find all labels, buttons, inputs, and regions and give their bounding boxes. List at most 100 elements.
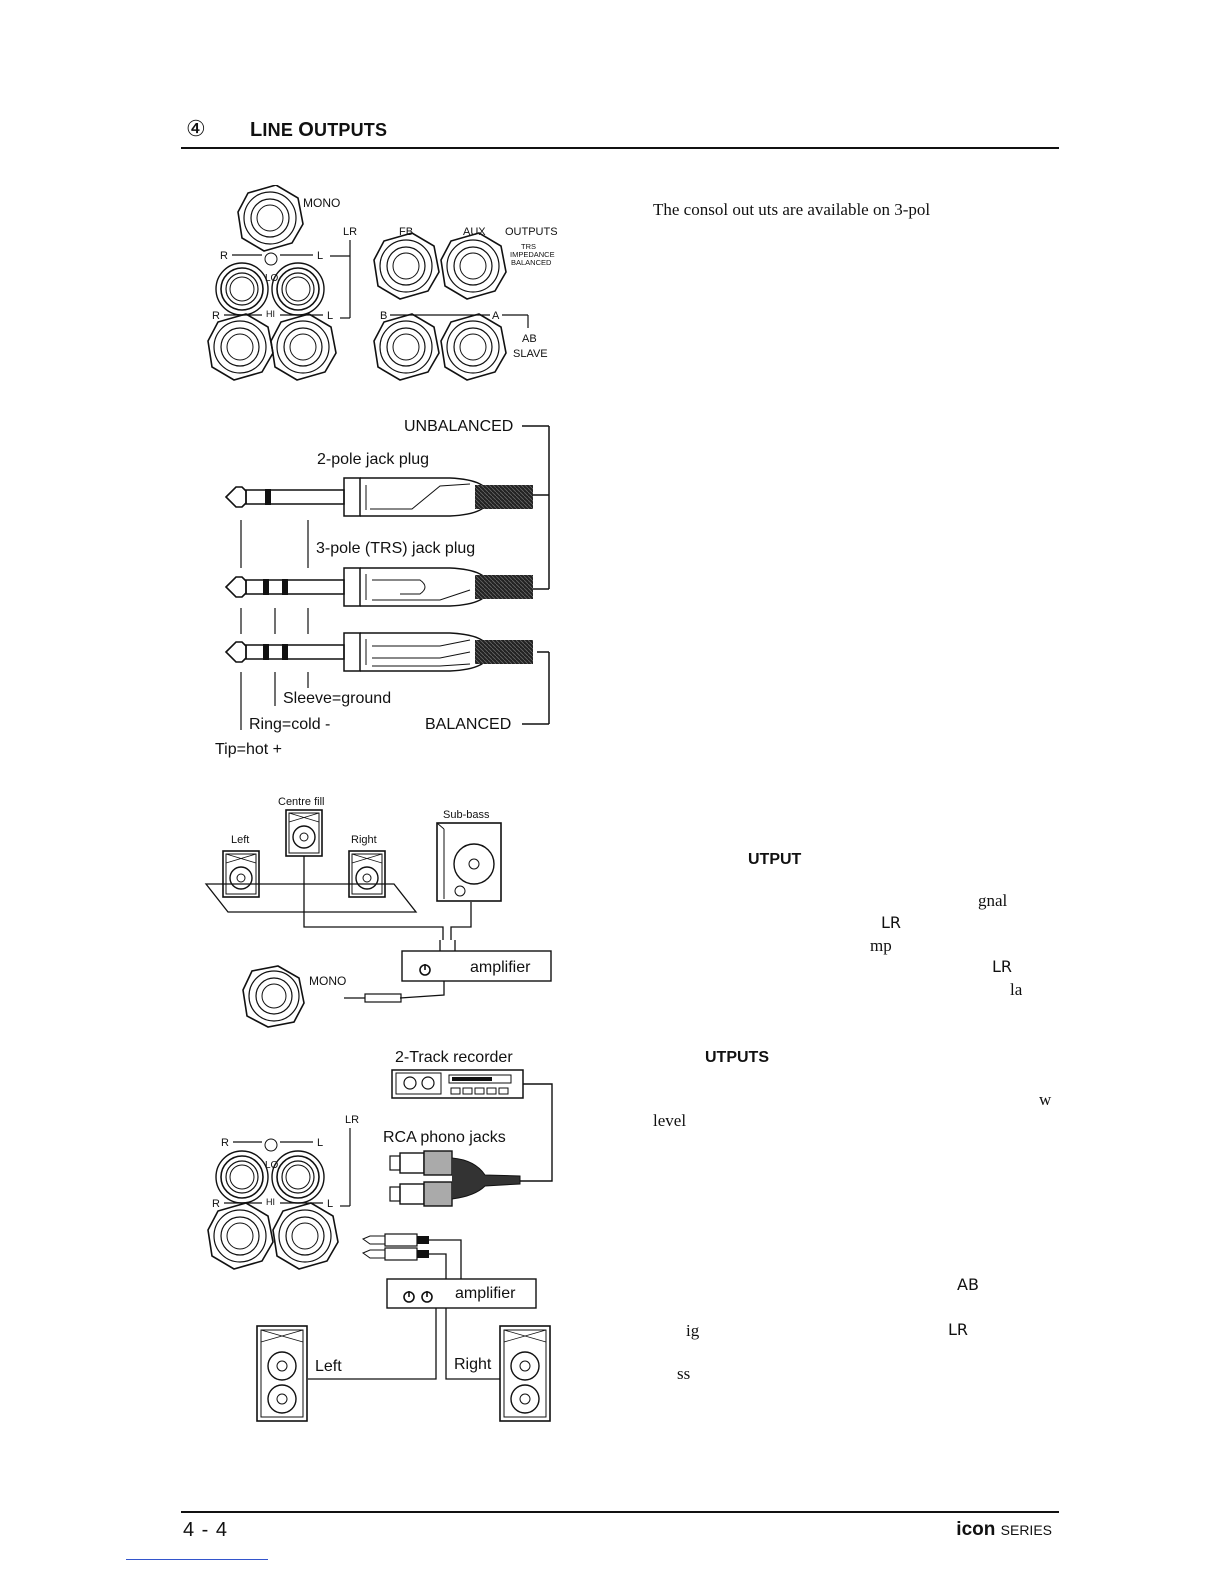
page-number: 4 - 4	[183, 1519, 229, 1541]
panel-l-label-1: L	[317, 250, 323, 262]
rca-plugs	[389, 1150, 521, 1207]
three-pole-plug	[225, 567, 533, 607]
rca-phono-label: RCA phono jacks	[383, 1129, 506, 1146]
panel-r-label-1: R	[220, 250, 228, 262]
panel-aux-label: AUX	[463, 226, 486, 238]
brand-name: icon	[956, 1519, 996, 1540]
series-label: SERIES	[1000, 1522, 1052, 1538]
left-speaker-mono	[222, 850, 260, 898]
mono-jack-bottom	[242, 965, 305, 1028]
footer-link-underline	[126, 1559, 268, 1560]
section-number: ④	[186, 116, 206, 141]
mono-output-heading: UTPUT	[748, 851, 802, 868]
mono-jack	[237, 185, 304, 252]
stereo-lo-label: LO	[265, 1160, 279, 1171]
panel-trs-label: TRS	[521, 242, 536, 251]
stereo-amplifier-label: amplifier	[455, 1285, 516, 1302]
b-jack	[373, 313, 440, 381]
text-fragment-gnal: gnal	[978, 891, 1008, 910]
two-pole-plug	[225, 477, 533, 517]
stereo-jack-l	[272, 1202, 339, 1270]
right-label-mono: Right	[351, 834, 377, 846]
stereo-l-label-1: L	[317, 1137, 323, 1149]
footer-rule	[181, 1511, 1059, 1513]
centre-fill-label: Centre fill	[278, 796, 324, 808]
page-title: LINE OUTPUTS	[250, 119, 387, 142]
panel-outputs-label: OUTPUTS	[505, 226, 558, 238]
stereo-r-label-2: R	[212, 1198, 220, 1210]
text-fragment-lr-1: LR	[881, 913, 902, 932]
panel-l-label-2: L	[327, 310, 333, 322]
hi-jack-l	[270, 313, 337, 381]
output-panel-figure: MONO LR R L LO R HI L FB AUX OUTPUTS TRS…	[207, 185, 558, 381]
ring-label: Ring=cold -	[249, 716, 330, 733]
jack-plugs-stereo	[361, 1233, 429, 1261]
header-rule	[181, 147, 1059, 149]
text-fragment-level: level	[653, 1111, 687, 1130]
text-fragment-la: la	[1010, 980, 1023, 999]
aux-jack	[440, 232, 507, 300]
text-fragment-w: w	[1039, 1090, 1052, 1109]
stereo-l-label-2: L	[327, 1198, 333, 1210]
panel-ab-label: AB	[522, 333, 537, 345]
tip-label: Tip=hot +	[215, 741, 282, 758]
unbalanced-label: UNBALANCED	[404, 418, 513, 435]
sub-bass-label: Sub-bass	[443, 809, 490, 821]
stereo-amplifier-box	[386, 1278, 537, 1309]
recorder-label: 2-Track recorder	[395, 1049, 513, 1066]
mono-setup-figure: Centre fill Left Right Sub-bass amplifie…	[204, 796, 552, 1028]
text-fragment-ab: AB	[957, 1275, 979, 1294]
hi-jack-r	[207, 313, 274, 381]
text-fragment-lr-3: LR	[948, 1320, 969, 1339]
title-initial-l: L	[250, 119, 263, 141]
stereo-right-label: Right	[454, 1356, 492, 1373]
stereo-rca-r	[215, 1150, 269, 1204]
panel-lo-label: LO	[265, 273, 279, 284]
left-speaker-stereo	[256, 1325, 308, 1422]
a-jack	[440, 313, 507, 381]
balanced-label: BALANCED	[425, 716, 511, 733]
mono-jack-label: MONO	[309, 974, 346, 988]
text-fragment-lr-2: LR	[992, 957, 1013, 976]
title-part-2: UTPUTS	[314, 120, 388, 140]
two-track-recorder	[391, 1069, 524, 1099]
stereo-rca-l	[271, 1150, 325, 1204]
stereo-jack-r	[207, 1202, 274, 1270]
left-label-mono: Left	[231, 834, 249, 846]
rca-jack-r	[215, 262, 269, 316]
panel-r-label-2: R	[212, 310, 220, 322]
panel-a-label: A	[492, 310, 500, 322]
panel-slave-label: SLAVE	[513, 348, 548, 360]
intro-text: The consol out uts are available on 3-po…	[653, 200, 931, 219]
stereo-hi-label: HI	[266, 1197, 275, 1207]
stereo-left-label: Left	[315, 1358, 342, 1375]
panel-mono-label: MONO	[303, 196, 340, 210]
title-initial-o: O	[298, 119, 314, 141]
stereo-r-label-1: R	[221, 1137, 229, 1149]
right-speaker-mono	[348, 850, 386, 898]
text-fragment-ig: ig	[686, 1321, 700, 1340]
stereo-lr-label: LR	[345, 1114, 359, 1126]
centre-speaker	[285, 809, 323, 857]
panel-impedance-label: IMPEDANCE	[510, 250, 555, 259]
text-fragment-mp: mp	[870, 936, 892, 955]
footer-brand: icon SERIES	[956, 1519, 1052, 1541]
right-speaker-stereo	[499, 1325, 551, 1422]
two-pole-label: 2-pole jack plug	[317, 451, 429, 468]
panel-balanced-label: BALANCED	[511, 258, 552, 267]
balanced-plug	[225, 632, 533, 672]
fb-jack	[373, 232, 440, 300]
panel-b-label: B	[380, 310, 387, 322]
mono-amplifier-label: amplifier	[470, 959, 531, 976]
panel-hi-label: HI	[266, 309, 275, 319]
outputs-heading: UTPUTS	[705, 1049, 769, 1066]
text-fragment-ss: ss	[677, 1364, 691, 1383]
title-part-1: INE	[262, 120, 299, 140]
rca-jack-l	[271, 262, 325, 316]
panel-lr-label: LR	[343, 226, 357, 238]
mono-amplifier-box	[401, 950, 552, 982]
jack-plug-figure: UNBALANCED 2-pole jack plug 3-pole (TRS)…	[215, 418, 550, 758]
sleeve-label: Sleeve=ground	[283, 690, 391, 707]
three-pole-label: 3-pole (TRS) jack plug	[316, 540, 475, 557]
sub-bass-speaker	[436, 822, 502, 902]
